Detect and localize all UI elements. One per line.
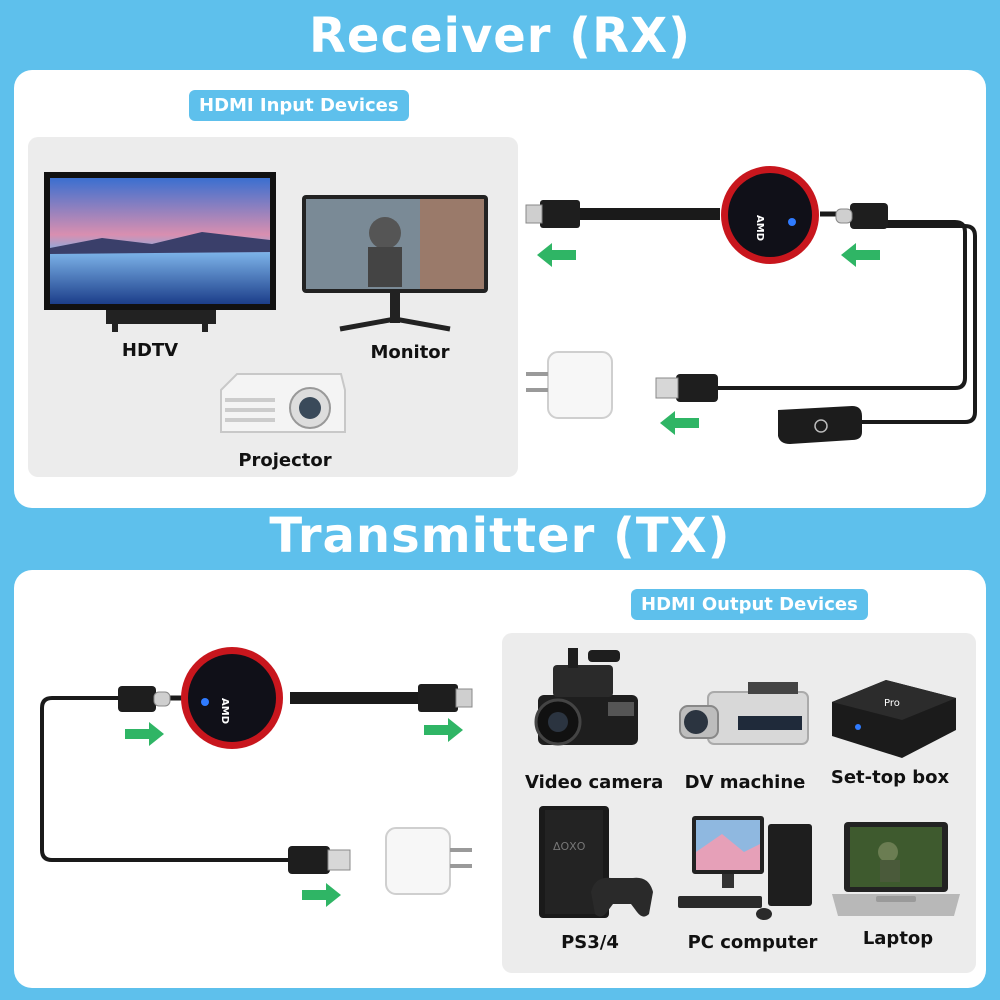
set-top-box-label: Set-top box xyxy=(830,767,950,788)
ps3-4-label: PS3/4 xyxy=(561,932,619,953)
laptop-label: Laptop xyxy=(862,928,934,949)
hdmi-input-devices-label: HDMI Input Devices xyxy=(189,90,409,121)
dv-machine-icon xyxy=(679,682,809,745)
video-camera-icon xyxy=(534,648,638,746)
monitor-label: Monitor xyxy=(370,342,450,363)
transmitter-arrows xyxy=(125,718,463,907)
svg-text:Pro: Pro xyxy=(884,698,900,709)
svg-text:AMD: AMD xyxy=(219,698,230,724)
hdmi-output-devices-label: HDMI Output Devices xyxy=(631,589,868,620)
receiver-dongle-icon: AMD xyxy=(721,166,819,264)
dv-machine-label: DV machine xyxy=(684,772,806,793)
game-console-icon: ΔΟΧΟ xyxy=(539,806,653,918)
video-camera-label: Video camera xyxy=(525,772,664,793)
laptop-icon xyxy=(832,822,960,916)
receiver-wiring-diagram: AMD xyxy=(525,166,977,444)
receiver-title: Receiver (RX) xyxy=(308,8,692,64)
usb-c-plug-icon xyxy=(835,203,888,229)
transmitter-wiring-diagram: AMD xyxy=(40,647,473,907)
transmitter-title: Transmitter (TX) xyxy=(269,508,731,564)
projector-label: Projector xyxy=(238,450,332,471)
hdmi-plug-icon xyxy=(418,684,473,712)
pc-computer-label: PC computer xyxy=(687,932,818,953)
monitor-icon xyxy=(302,195,488,332)
usb-a-plug-icon xyxy=(655,374,718,402)
usb-a-plug-icon xyxy=(288,846,351,874)
svg-text:ΔΟΧΟ: ΔΟΧΟ xyxy=(553,840,586,853)
power-adapter-icon xyxy=(385,827,472,895)
wifi-antenna-module-icon xyxy=(778,406,862,444)
receiver-arrows xyxy=(537,243,880,435)
transmitter-dongle-icon: AMD xyxy=(181,647,283,749)
svg-text:AMD: AMD xyxy=(754,215,765,241)
set-top-box-icon: Pro xyxy=(832,680,956,758)
hdtv-icon xyxy=(44,172,276,332)
pc-computer-icon xyxy=(678,816,812,920)
hdmi-plug-icon xyxy=(525,200,580,228)
usb-c-plug-icon xyxy=(118,686,171,712)
hdtv-label: HDTV xyxy=(121,340,179,361)
projector-icon xyxy=(220,373,346,433)
power-adapter-icon xyxy=(526,351,613,419)
